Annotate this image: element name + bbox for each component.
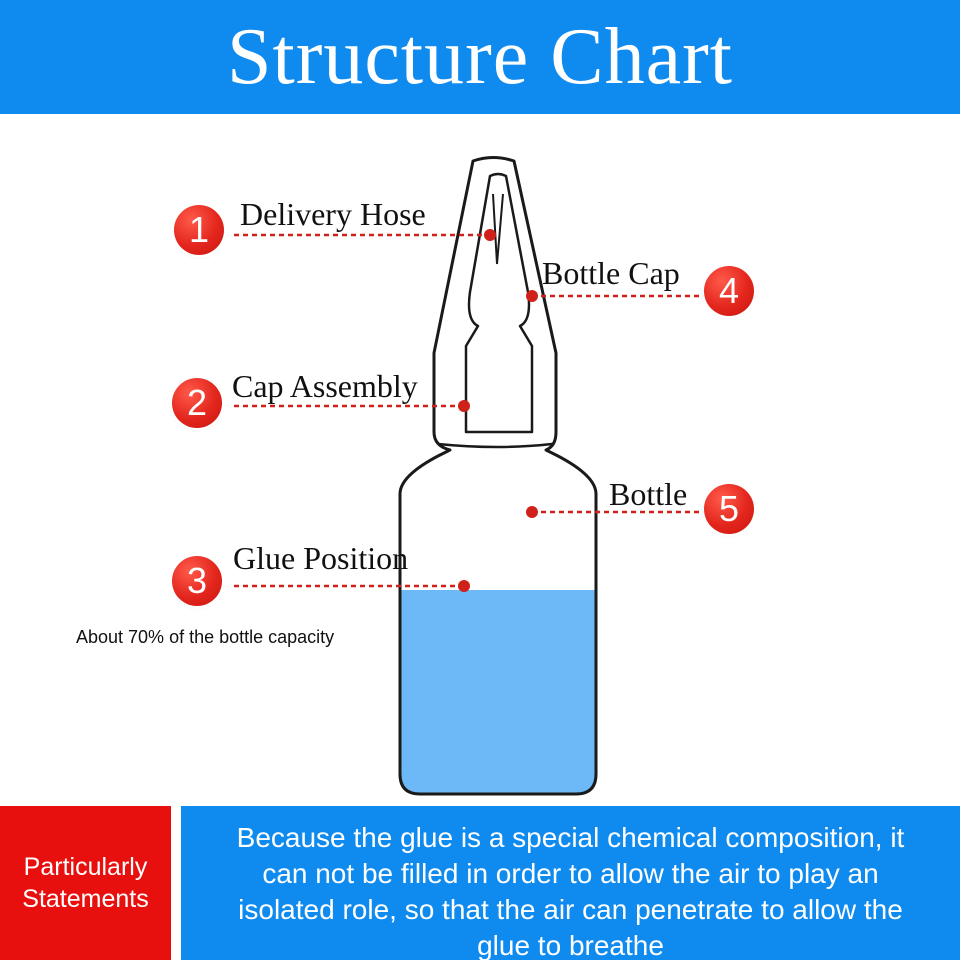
bottle-outline bbox=[398, 156, 598, 796]
part-number-badge-5: 5 bbox=[704, 484, 754, 534]
part-number-badge-1: 1 bbox=[174, 205, 224, 255]
part-label-bottle: Bottle bbox=[609, 476, 688, 512]
delivery-hose-outline bbox=[464, 172, 534, 434]
leader-dot-1 bbox=[484, 229, 496, 241]
part-number-badge-2: 2 bbox=[172, 378, 222, 428]
leader-dot-3 bbox=[458, 580, 470, 592]
header-banner: Structure Chart bbox=[0, 0, 960, 114]
part-number-badge-3: 3 bbox=[172, 556, 222, 606]
leader-dot-4 bbox=[526, 290, 538, 302]
part-label-cap-assembly: Cap Assembly bbox=[232, 368, 418, 404]
cap-edge bbox=[437, 442, 553, 449]
part-label-glue-position: Glue Position bbox=[233, 540, 409, 576]
part-number-badge-4: 4 bbox=[704, 266, 754, 316]
statement-badge-label: Particularly Statements bbox=[22, 853, 149, 913]
part-label-delivery-hose: Delivery Hose bbox=[240, 196, 426, 232]
page-title: Structure Chart bbox=[227, 12, 733, 101]
leader-dot-2 bbox=[458, 400, 470, 412]
glue-capacity-note: About 70% of the bottle capacity bbox=[76, 627, 335, 647]
glue-fill bbox=[400, 590, 596, 794]
hose-channel bbox=[492, 193, 504, 265]
statement-badge: Particularly Statements bbox=[0, 806, 171, 960]
leader-dots bbox=[458, 229, 538, 592]
leader-lines bbox=[234, 233, 702, 588]
statement-panel: Because the glue is a special chemical c… bbox=[181, 806, 960, 960]
statement-text: Because the glue is a special chemical c… bbox=[236, 822, 905, 960]
structure-diagram: 1 Delivery Hose 2 Cap Assembly 3 Glue Po… bbox=[0, 114, 960, 804]
bottle-illustration bbox=[234, 156, 702, 796]
leader-dot-5 bbox=[526, 506, 538, 518]
part-label-bottle-cap: Bottle Cap bbox=[542, 255, 680, 291]
